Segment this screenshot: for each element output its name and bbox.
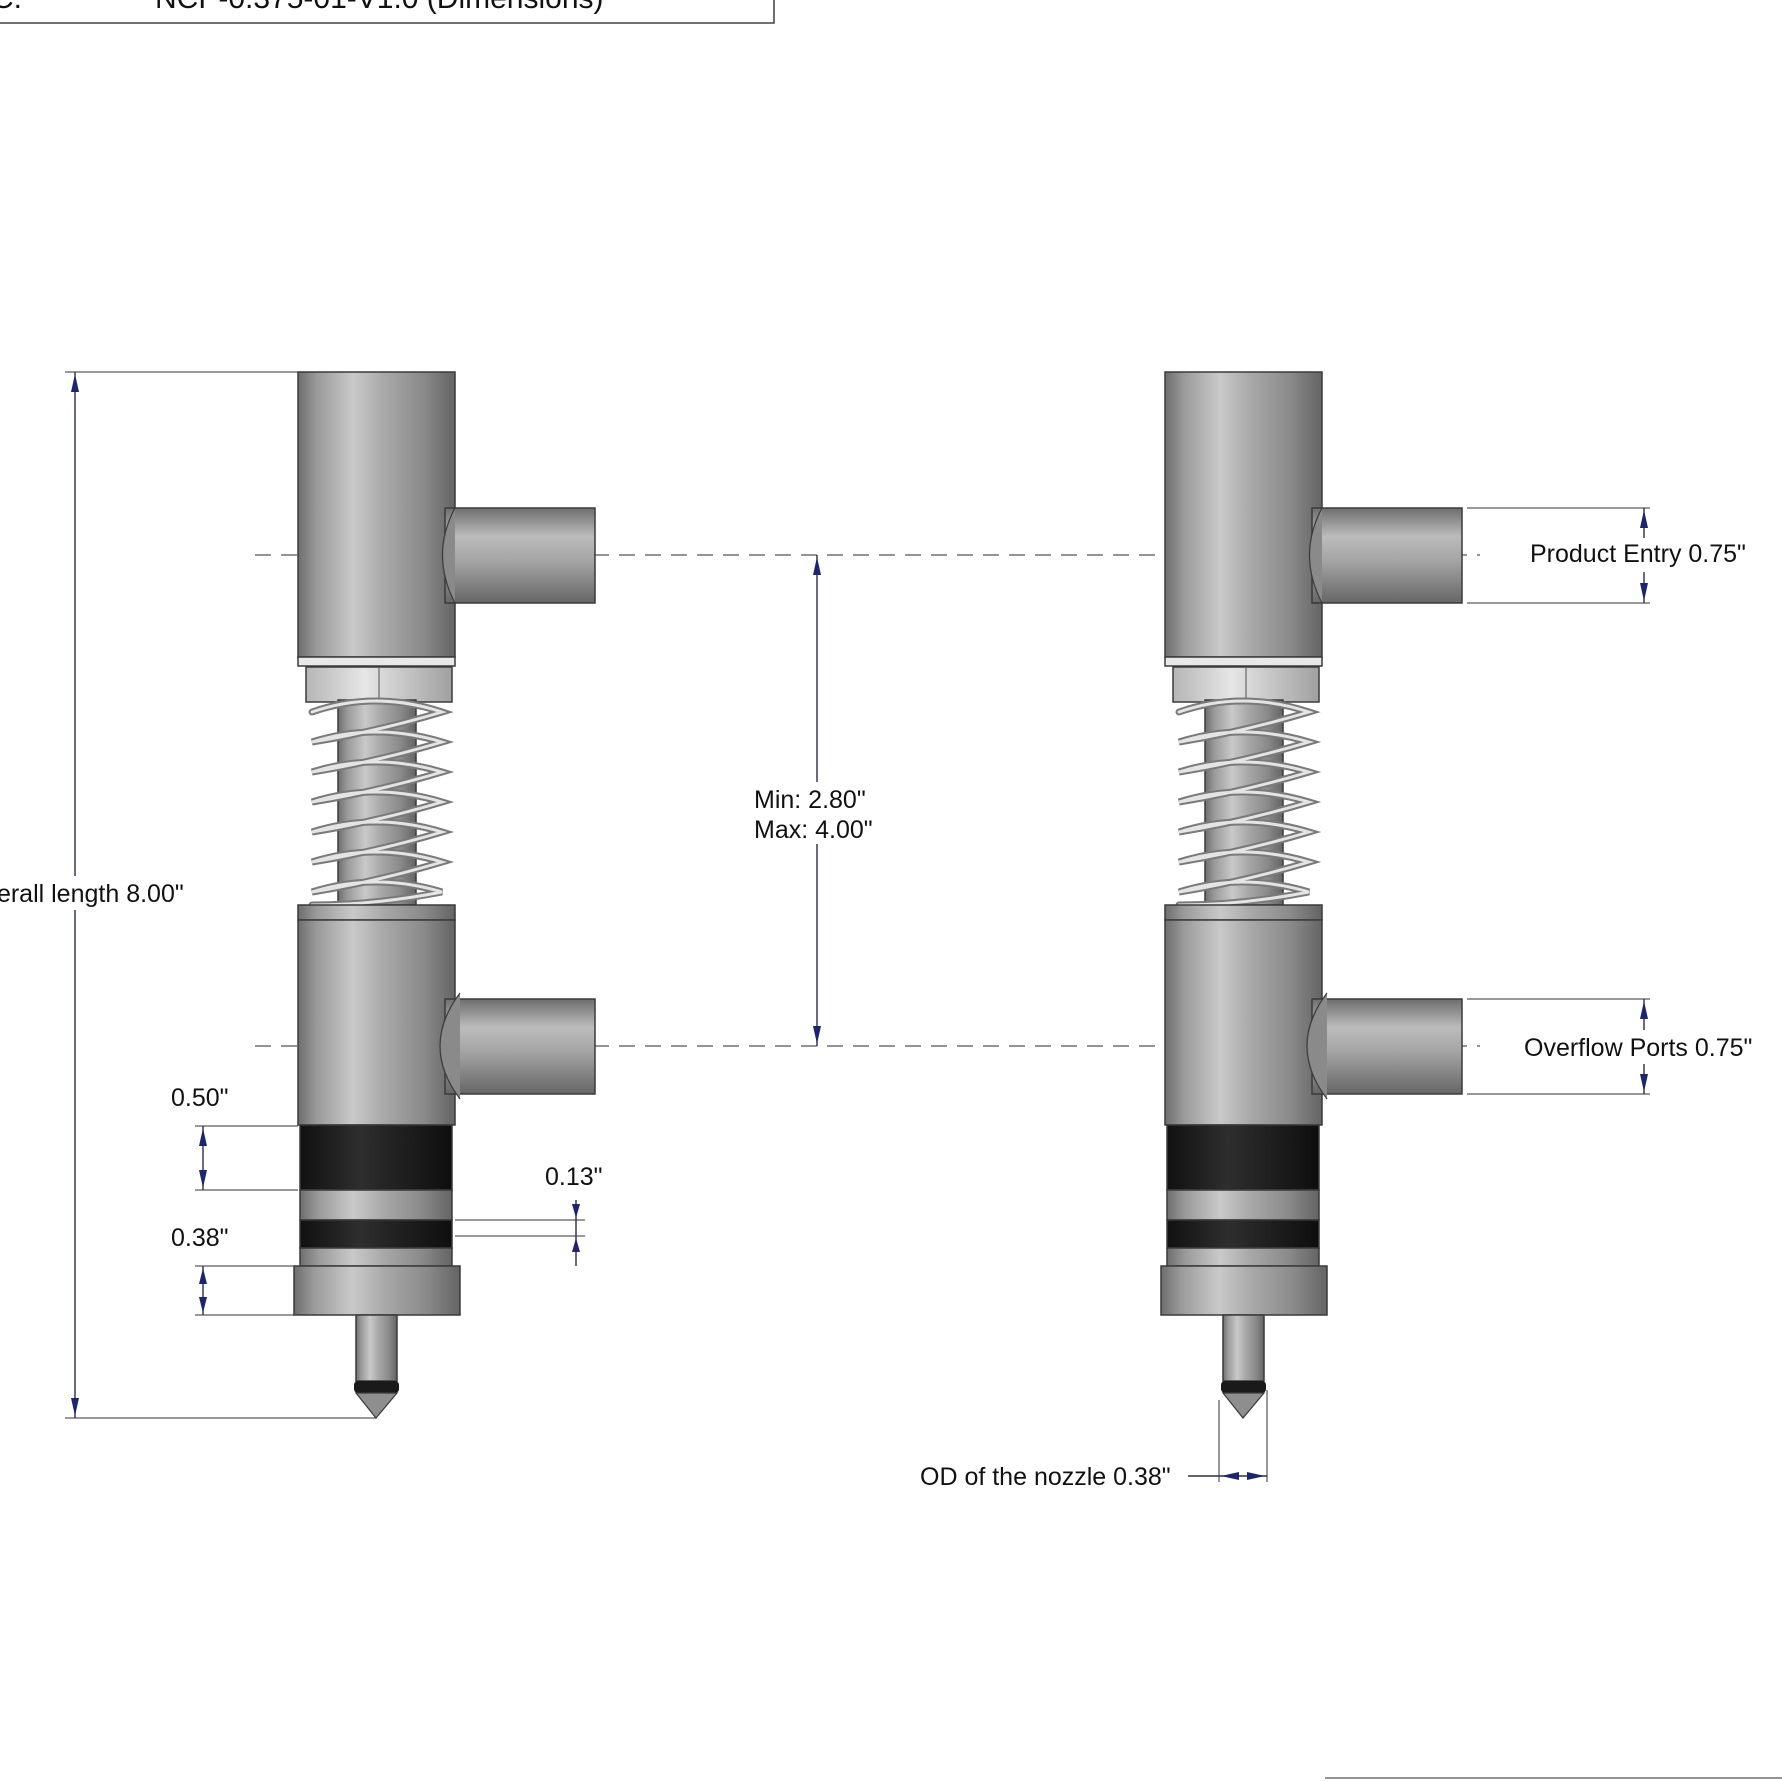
nozzle-od-dimension: OD of the nozzle 0.38"	[920, 1390, 1268, 1491]
title-text: NCP-0.375-01-V1.0 (Dimensions)	[155, 0, 604, 15]
overall-length-dimension: Overall length 8.00"	[0, 371, 376, 1419]
washer	[297, 656, 456, 667]
nozzle-od-label: OD of the nozzle 0.38"	[920, 1463, 1171, 1491]
collar-height-label: 0.38"	[171, 1224, 229, 1252]
valve-left	[293, 371, 596, 1419]
oring-band	[299, 1219, 453, 1249]
nozzle	[355, 1314, 398, 1382]
seal-height-label: 0.50"	[171, 1084, 229, 1112]
stroke-dimension: Min: 2.80" Max: 4.00"	[752, 555, 882, 1046]
upper-body	[297, 371, 456, 658]
title-prefix: C.	[0, 0, 22, 15]
overflow-ports-dimension: Overflow Ports 0.75"	[1467, 998, 1778, 1095]
spring	[308, 697, 455, 909]
lower-body	[297, 919, 456, 1126]
overflow-ports-label: Overflow Ports 0.75"	[1524, 1034, 1752, 1062]
overflow-port	[444, 998, 596, 1095]
stroke-max-label: Max: 4.00"	[754, 816, 873, 844]
collar-height-dimension: 0.38"	[171, 1224, 294, 1316]
product-entry-label: Product Entry 0.75"	[1530, 540, 1746, 568]
oring-gap-dimension: 0.13"	[455, 1163, 603, 1266]
product-entry-port	[444, 507, 596, 604]
oring-gap-label: 0.13"	[545, 1163, 603, 1191]
seal-height-dimension: 0.50"	[171, 1084, 298, 1191]
valve-right	[1160, 371, 1463, 1419]
title-block: C. NCP-0.375-01-V1.0 (Dimensions)	[0, 0, 775, 24]
seal-band	[299, 1124, 453, 1191]
overall-length-label: Overall length 8.00"	[0, 880, 184, 908]
product-entry-dimension: Product Entry 0.75"	[1467, 507, 1768, 604]
bottom-collar	[293, 1265, 461, 1316]
stroke-min-label: Min: 2.80"	[754, 786, 866, 814]
